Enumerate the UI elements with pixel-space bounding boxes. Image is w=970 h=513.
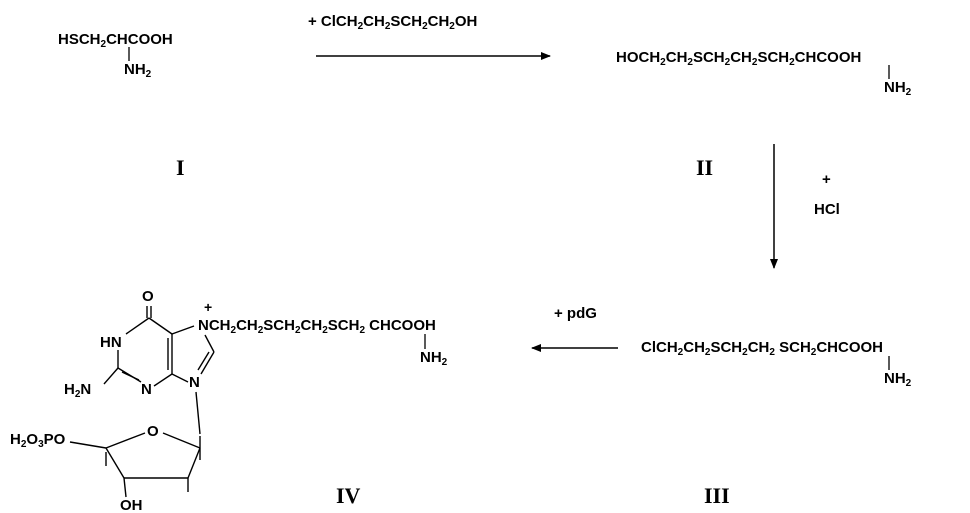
step2-reagent: HCl [814, 201, 840, 218]
compound-i-amine: NH2 [124, 61, 152, 80]
guanine-carbonyl-oxygen: O [142, 288, 154, 305]
sugar-phosphate: H2O3PO [10, 431, 66, 450]
compound-iv-chain: NCH2CH2SCH2CH2SCH2 CHCOOH [198, 317, 436, 336]
guanine-five-ring [171, 325, 215, 383]
guanine-h2n: H2N [64, 381, 92, 400]
compound-ii-chain: HOCH2CH2SCH2CH2SCH2CHCOOH [616, 49, 862, 68]
compound-ii-numeral: II [696, 155, 714, 180]
guanine-hn: HN [100, 334, 122, 351]
compound-iv-numeral: IV [336, 483, 361, 508]
glycosidic-bond [195, 391, 201, 435]
compound-iii-numeral: III [704, 483, 730, 508]
compound-iv-charge: + [204, 299, 213, 315]
guanine-n9: N [189, 374, 200, 391]
guanine-n3: N [141, 381, 152, 398]
sugar-hydroxyl: OH [120, 497, 143, 513]
step2-plus: + [822, 171, 831, 188]
sugar-ring [69, 432, 201, 498]
compound-iv-amine: NH2 [420, 349, 448, 368]
step3-reagent: + pdG [554, 305, 597, 322]
step1-reagent: + ClCH2CH2SCH2CH2OH [308, 13, 478, 32]
sugar-ring-oxygen: O [147, 423, 159, 440]
guanine-six-ring [103, 306, 173, 387]
compound-ii-amine: NH2 [884, 79, 912, 98]
compound-i-numeral: I [176, 155, 185, 180]
compound-iii-chain: ClCH2CH2SCH2CH2 SCH2CHCOOH [641, 339, 884, 358]
compound-i-chain: HSCH2CHCOOH [58, 31, 173, 50]
compound-iii-amine: NH2 [884, 370, 912, 389]
